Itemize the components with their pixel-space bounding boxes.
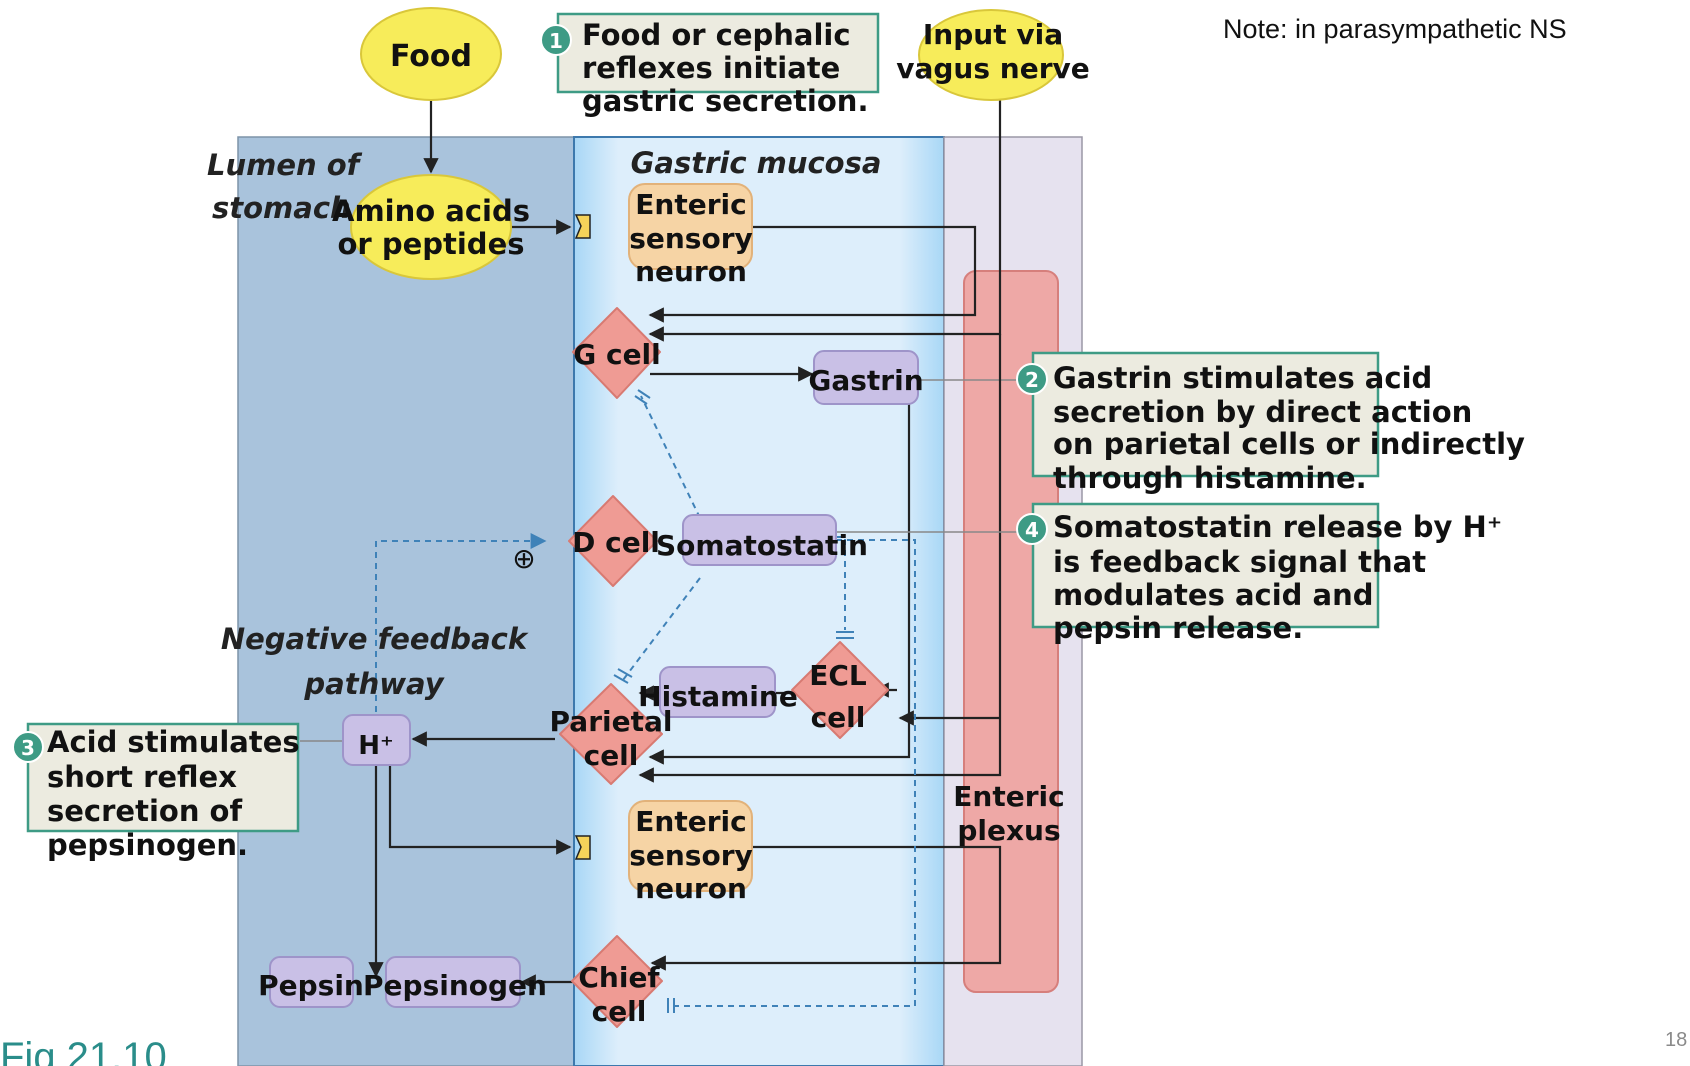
receptor-top [574,214,591,239]
g-cell-label: G cell [573,338,661,371]
callout-1-line3: gastric secretion. [582,84,868,118]
ecl-label-line1: ECL [809,659,867,692]
lumen-region [237,136,575,1066]
histamine-node [659,666,776,718]
parasympathetic-note: Note: in parasympathetic NS [1223,14,1567,44]
vagus-node [918,9,1064,101]
sensory-bottom-line2: sensory [629,839,753,872]
callout-2-number: 2 [1025,368,1039,392]
sensory-top-line3: neuron [635,255,747,288]
vagus-label-line2: vagus nerve [896,52,1090,85]
enteric-sensory-neuron-top [628,183,753,270]
receptor-bottom [574,835,591,860]
callout-3: 3 Acid stimulates short reflex secretion… [12,722,300,862]
callout-1-line2: reflexes initiate [582,51,840,85]
g-cell-node [572,307,661,399]
food-label: Food [390,39,472,74]
pepsinogen-label: Pepsinogen [363,969,547,1002]
d-cell-label: D cell [572,526,660,559]
h-plus-label: H⁺ [358,731,393,761]
chief-label-line2: cell [592,995,647,1028]
callout-4-line4: pepsin release. [1053,611,1303,645]
vagus-label-line1: Input via [923,18,1063,51]
callout-3-line4: pepsinogen. [47,828,248,862]
negative-feedback-line1: Negative feedback [221,622,529,656]
dashed-pathways [375,395,916,1007]
h-plus-node [342,714,411,766]
gastrin-label: Gastrin [808,364,923,397]
callout-3-line2: short reflex [47,760,237,794]
parietal-label-line2: cell [584,739,639,772]
gastrin-node [813,350,919,405]
d-cell-node [568,495,658,587]
inhibition-ticks [613,389,854,1013]
ecl-label-line2: cell [811,701,866,734]
callout-4-number: 4 [1025,518,1039,542]
callout-3-line1: Acid stimulates [47,725,300,759]
plexus-label-line1: Enteric [953,780,1064,813]
pepsinogen-node [385,956,521,1008]
callout-1-number: 1 [549,29,563,53]
gastric-mucosa-label: Gastric mucosa [631,146,882,180]
negative-feedback-line2: pathway [303,667,444,701]
callout-2-line2: secretion by direct action [1053,395,1472,429]
callout-2: 2 Gastrin stimulates acid secretion by d… [1016,351,1525,495]
callout-2-line3: on parietal cells or indirectly [1053,427,1525,461]
parietal-label-line1: Parietal [550,705,673,738]
amino-acids-node [350,174,512,280]
ecl-cell-node [791,641,889,739]
page-number: 18 [1665,1029,1687,1051]
callout-3-line3: secretion of [47,794,242,828]
callout-4-line3: modulates acid and [1053,578,1373,612]
callout-2-line1: Gastrin stimulates acid [1053,361,1432,395]
food-node [360,7,502,101]
plus-symbol: ⊕ [512,543,535,574]
callout-4: 4 Somatostatin release by H⁺ is feedback… [1016,502,1502,645]
sensory-bottom-line3: neuron [635,872,747,905]
lumen-label-line1: Lumen of [207,148,363,182]
somatostatin-node [682,514,837,566]
enteric-sensory-neuron-bottom [628,800,753,892]
callout-1: 1 Food or cephalic reflexes initiate gas… [540,12,880,118]
chief-label-line1: Chief [578,961,660,994]
somatostatin-label: Somatostatin [656,529,868,562]
callout-3-number: 3 [21,736,35,760]
callout-2-line4: through histamine. [1053,461,1367,495]
figure-label: Fig 21.10 [0,1035,167,1066]
sensory-top-line2: sensory [629,222,753,255]
parietal-cell-node [559,683,663,785]
histamine-label: Histamine [638,680,798,713]
lumen-label-line2: stomach [212,191,351,225]
plexus-label-line2: plexus [957,814,1060,847]
callout-4-line1: Somatostatin release by H⁺ [1053,510,1502,544]
callout-4-line2: is feedback signal that [1053,545,1426,579]
pepsin-node [269,956,354,1008]
amino-label-line1: Amino acids [332,194,530,228]
chief-cell-node [571,935,663,1028]
callout-1-line1: Food or cephalic [582,18,851,52]
sensory-top-line1: Enteric [635,188,746,221]
sensory-bottom-line1: Enteric [635,805,746,838]
mucosa-region [573,136,945,1066]
pepsin-label: Pepsin [258,969,364,1002]
amino-label-line2: or peptides [338,227,525,261]
